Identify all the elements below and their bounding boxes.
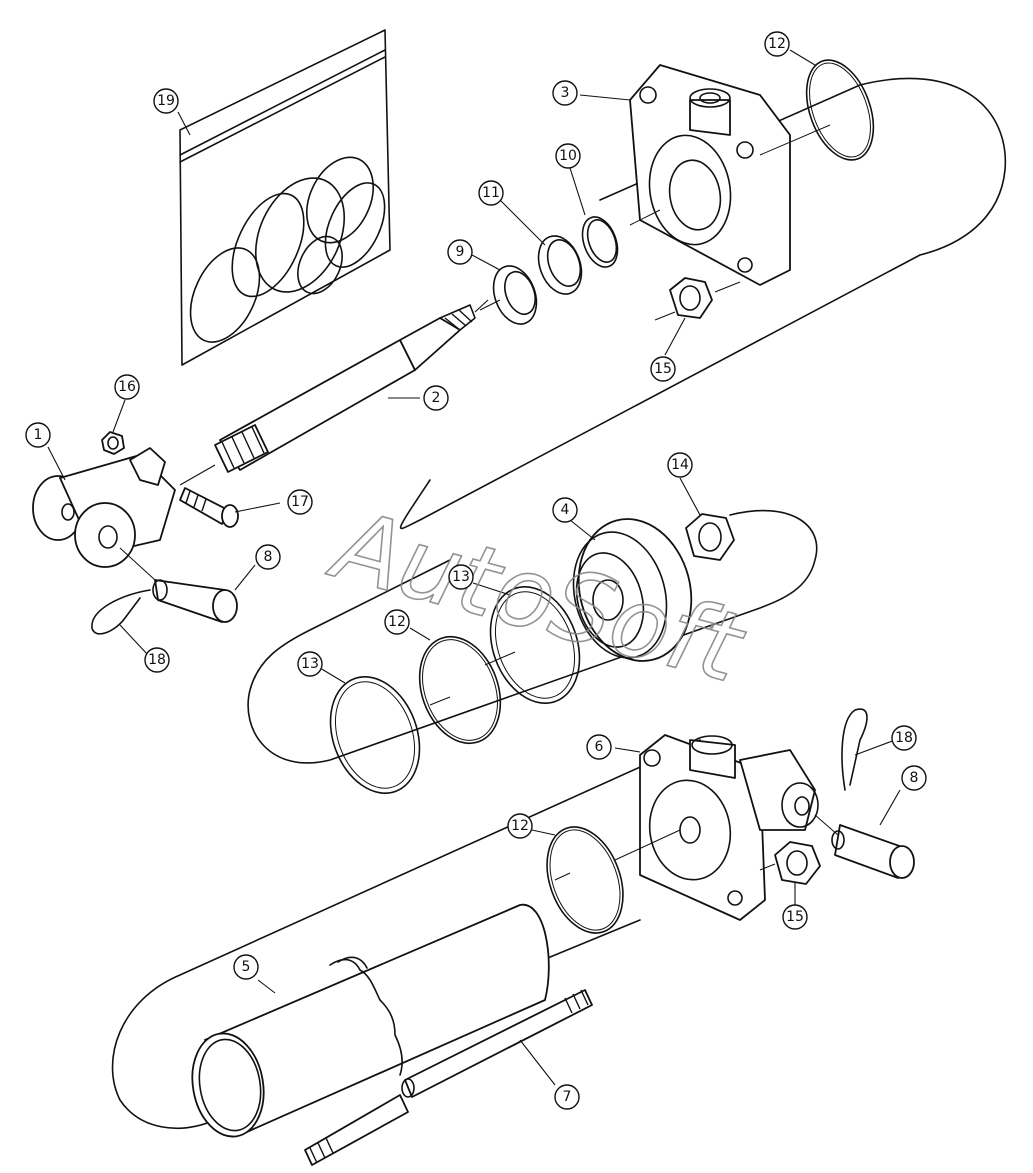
base-end-cap	[639, 734, 819, 921]
svg-text:7: 7	[563, 1089, 572, 1105]
seal-kit-bag	[179, 29, 391, 366]
hair-pin-clip-18-left	[91, 589, 151, 635]
callout-12-bottom: 12	[507, 813, 533, 839]
svg-text:6: 6	[595, 739, 604, 755]
o-ring-12-top	[805, 59, 875, 161]
callout-15-top: 15	[650, 356, 676, 382]
svg-text:9: 9	[456, 244, 465, 260]
callout-15-bottom: 15	[782, 904, 808, 930]
tie-rods	[304, 989, 593, 1166]
callout-12-middle: 12	[384, 609, 410, 635]
pin-8-right	[831, 824, 915, 879]
callout-19: 19	[153, 88, 179, 114]
seal-10	[581, 216, 619, 268]
svg-text:8: 8	[264, 549, 273, 565]
svg-text:14: 14	[671, 457, 689, 473]
callout-3: 3	[552, 80, 578, 106]
svg-text:1: 1	[34, 427, 43, 443]
svg-text:12: 12	[388, 614, 406, 630]
svg-text:18: 18	[148, 652, 166, 668]
callout-13-front: 13	[297, 651, 323, 677]
svg-text:3: 3	[561, 85, 570, 101]
callout-10: 10	[555, 143, 581, 169]
svg-text:5: 5	[242, 959, 251, 975]
clevis	[32, 447, 176, 568]
svg-text:2: 2	[432, 390, 441, 406]
leader-lines	[47, 49, 901, 1086]
svg-text:15: 15	[654, 361, 672, 377]
svg-text:12: 12	[511, 818, 529, 834]
callout-8-right: 8	[901, 765, 927, 791]
callout-12-top: 12	[764, 31, 790, 57]
svg-text:19: 19	[157, 93, 175, 109]
svg-text:18: 18	[895, 730, 913, 746]
callout-18-right: 18	[891, 725, 917, 751]
backup-ring-13-front	[329, 676, 421, 794]
cylinder-barrel	[191, 904, 550, 1138]
o-ring-12-bottom	[546, 826, 624, 934]
callout-17: 17	[287, 489, 313, 515]
callout-bubbles: 1 2 3 4 5 6 7 8 8 9 10 11 12 12 12 13 13…	[25, 31, 927, 1110]
svg-text:17: 17	[291, 494, 309, 510]
nut-15-bottom	[774, 841, 821, 885]
svg-text:15: 15	[786, 909, 804, 925]
hair-pin-clip-18-right	[841, 708, 868, 791]
rod-end-cap	[629, 64, 791, 286]
o-ring-12-top-inner	[809, 62, 871, 158]
svg-text:4: 4	[561, 502, 570, 518]
callout-1: 1	[25, 422, 51, 448]
seal-9	[492, 265, 538, 325]
svg-text:8: 8	[910, 770, 919, 786]
callout-13-back: 13	[448, 564, 474, 590]
piston-rod	[179, 299, 489, 486]
callout-11: 11	[478, 180, 504, 206]
callout-14: 14	[667, 452, 693, 478]
callout-9: 9	[447, 239, 473, 265]
o-ring-12-middle	[418, 635, 502, 745]
svg-text:13: 13	[452, 569, 470, 585]
callout-7: 7	[554, 1084, 580, 1110]
svg-text:10: 10	[559, 148, 577, 164]
svg-text:12: 12	[768, 36, 786, 52]
backup-ring-13-back-inner	[494, 591, 576, 699]
callout-4: 4	[552, 497, 578, 523]
seal-11	[537, 235, 583, 295]
svg-text:11: 11	[482, 185, 500, 201]
svg-text:16: 16	[118, 379, 136, 395]
callout-5: 5	[233, 954, 259, 980]
callout-18-left: 18	[144, 647, 170, 673]
callout-8-left: 8	[255, 544, 281, 570]
watermark: AutoSoft	[318, 487, 756, 705]
callout-16: 16	[114, 374, 140, 400]
callout-2: 2	[423, 385, 449, 411]
backup-ring-13-back	[489, 586, 581, 704]
backup-ring-13-front-inner	[334, 681, 416, 789]
o-ring-12-bottom-inner	[549, 829, 621, 931]
svg-text:13: 13	[301, 656, 319, 672]
pin-8-left	[152, 579, 238, 623]
callout-6: 6	[586, 734, 612, 760]
piston	[572, 518, 693, 662]
o-ring-12-middle-inner	[422, 639, 498, 741]
assembly-centerlines	[119, 124, 839, 881]
middle-envelope	[247, 509, 818, 764]
nut-16	[101, 431, 125, 455]
nut-15-top	[669, 277, 713, 319]
bolt-17	[179, 487, 239, 528]
nut-14	[685, 513, 735, 561]
